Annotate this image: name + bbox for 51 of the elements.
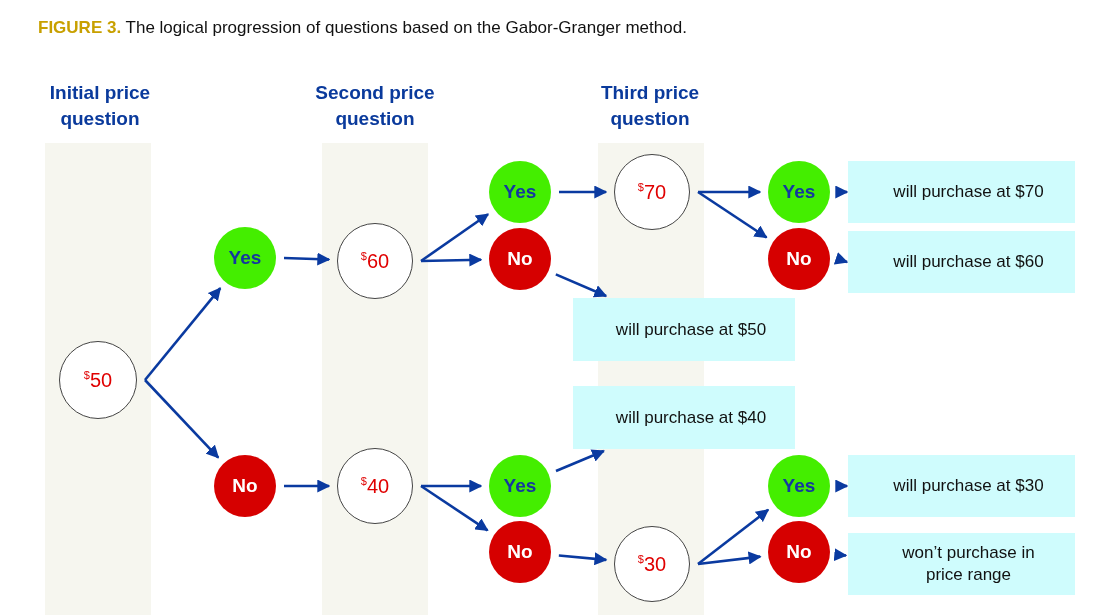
arrow	[284, 479, 331, 493]
outcome-text: will purchase at $40	[615, 406, 767, 429]
column-heading: Third price question	[599, 81, 701, 131]
arrow	[420, 484, 489, 532]
answer-label: Yes	[782, 181, 816, 203]
arrow	[420, 253, 483, 267]
arrow	[833, 548, 848, 562]
price-label: $^{$}$30	[637, 552, 667, 576]
answer-label: Yes	[782, 475, 816, 497]
column-heading: Second price question	[314, 81, 436, 131]
outcome-text: will purchase at $70	[893, 181, 1044, 203]
answer-label: No	[232, 475, 258, 497]
figure-title: FIGURE 3. The logical progression of questions based on the Gabor-Granger method.	[38, 18, 687, 38]
outcome-text: won’t purchase in price range	[901, 542, 1036, 586]
outcome-box	[573, 298, 795, 361]
answer-label: No	[507, 541, 533, 563]
answer-label: Yes	[503, 475, 537, 497]
arrow	[835, 185, 849, 199]
answer-label: No	[786, 248, 812, 270]
answer-label: Yes	[228, 247, 262, 269]
price-label: $^{$}$60	[360, 249, 390, 273]
answer-label: No	[507, 248, 533, 270]
outcome-text: will purchase at $50	[615, 318, 767, 341]
arrow	[558, 552, 608, 566]
arrow	[555, 449, 605, 473]
answer-label: Yes	[503, 181, 537, 203]
arrow	[698, 185, 762, 199]
answer-label: No	[786, 541, 812, 563]
outcome-box	[848, 231, 1075, 293]
arrow	[144, 379, 220, 459]
arrow	[144, 287, 222, 381]
column-heading: Initial price question	[48, 81, 152, 131]
arrow	[697, 551, 762, 566]
outcome-text: will purchase at $60	[893, 251, 1044, 273]
outcome-box	[848, 455, 1075, 517]
outcome-box	[848, 533, 1075, 595]
arrow	[283, 252, 331, 266]
arrow	[833, 252, 849, 265]
price-label: $^{$}$70	[637, 180, 667, 204]
outcome-text: will purchase at $30	[893, 475, 1044, 497]
arrow	[697, 508, 770, 566]
arrow	[697, 190, 768, 239]
arrow	[555, 273, 608, 298]
arrow	[421, 479, 483, 493]
price-label: $^{$}$40	[360, 474, 390, 498]
arrow	[559, 185, 608, 199]
arrow	[420, 213, 490, 263]
outcome-box	[573, 386, 795, 449]
price-label: $^{$}$50	[83, 368, 113, 392]
arrow	[835, 479, 849, 493]
outcome-box	[848, 161, 1075, 223]
